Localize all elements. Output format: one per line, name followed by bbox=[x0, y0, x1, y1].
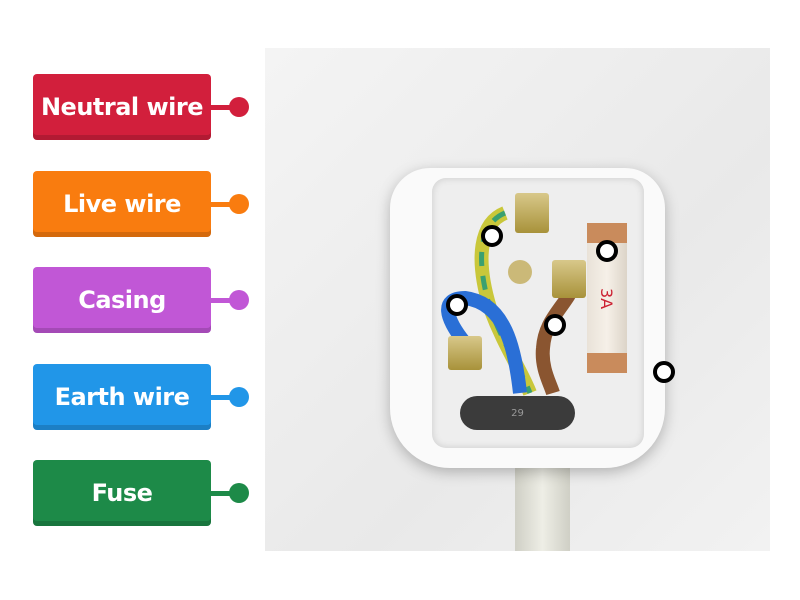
label-pin-dot[interactable] bbox=[229, 483, 249, 503]
wires bbox=[441, 206, 582, 396]
label-fuse[interactable]: Fuse bbox=[33, 460, 211, 526]
label-connector bbox=[211, 201, 231, 207]
label-neutral-wire[interactable]: Neutral wire bbox=[33, 74, 211, 140]
live-wire-point[interactable] bbox=[544, 314, 566, 336]
clamp-number: 29 bbox=[511, 407, 524, 419]
cord-clamp: 29 bbox=[460, 396, 575, 430]
label-casing[interactable]: Casing bbox=[33, 267, 211, 333]
live-terminal bbox=[552, 260, 586, 298]
casing-point[interactable] bbox=[653, 361, 675, 383]
label-connector bbox=[211, 491, 231, 496]
plug-photo: 3A 29 bbox=[265, 48, 770, 551]
label-pin-dot[interactable] bbox=[229, 386, 249, 407]
earth-wire-point[interactable] bbox=[481, 225, 503, 247]
label-pin-dot[interactable] bbox=[229, 97, 249, 117]
label-connector bbox=[211, 298, 231, 303]
fuse-point[interactable] bbox=[596, 240, 618, 262]
neutral-wire-point[interactable] bbox=[446, 294, 468, 316]
label-connector bbox=[211, 105, 231, 110]
fuse-rating: 3A bbox=[597, 287, 617, 309]
label-connector bbox=[211, 394, 231, 400]
neutral-terminal bbox=[448, 336, 482, 370]
pin-hole bbox=[508, 260, 532, 284]
label-pin-dot[interactable] bbox=[229, 193, 249, 214]
earth-terminal bbox=[515, 193, 549, 233]
label-live-wire[interactable]: Live wire bbox=[33, 170, 211, 237]
label-pin-dot[interactable] bbox=[229, 290, 249, 310]
label-earth-wire[interactable]: Earth wire bbox=[33, 363, 211, 430]
